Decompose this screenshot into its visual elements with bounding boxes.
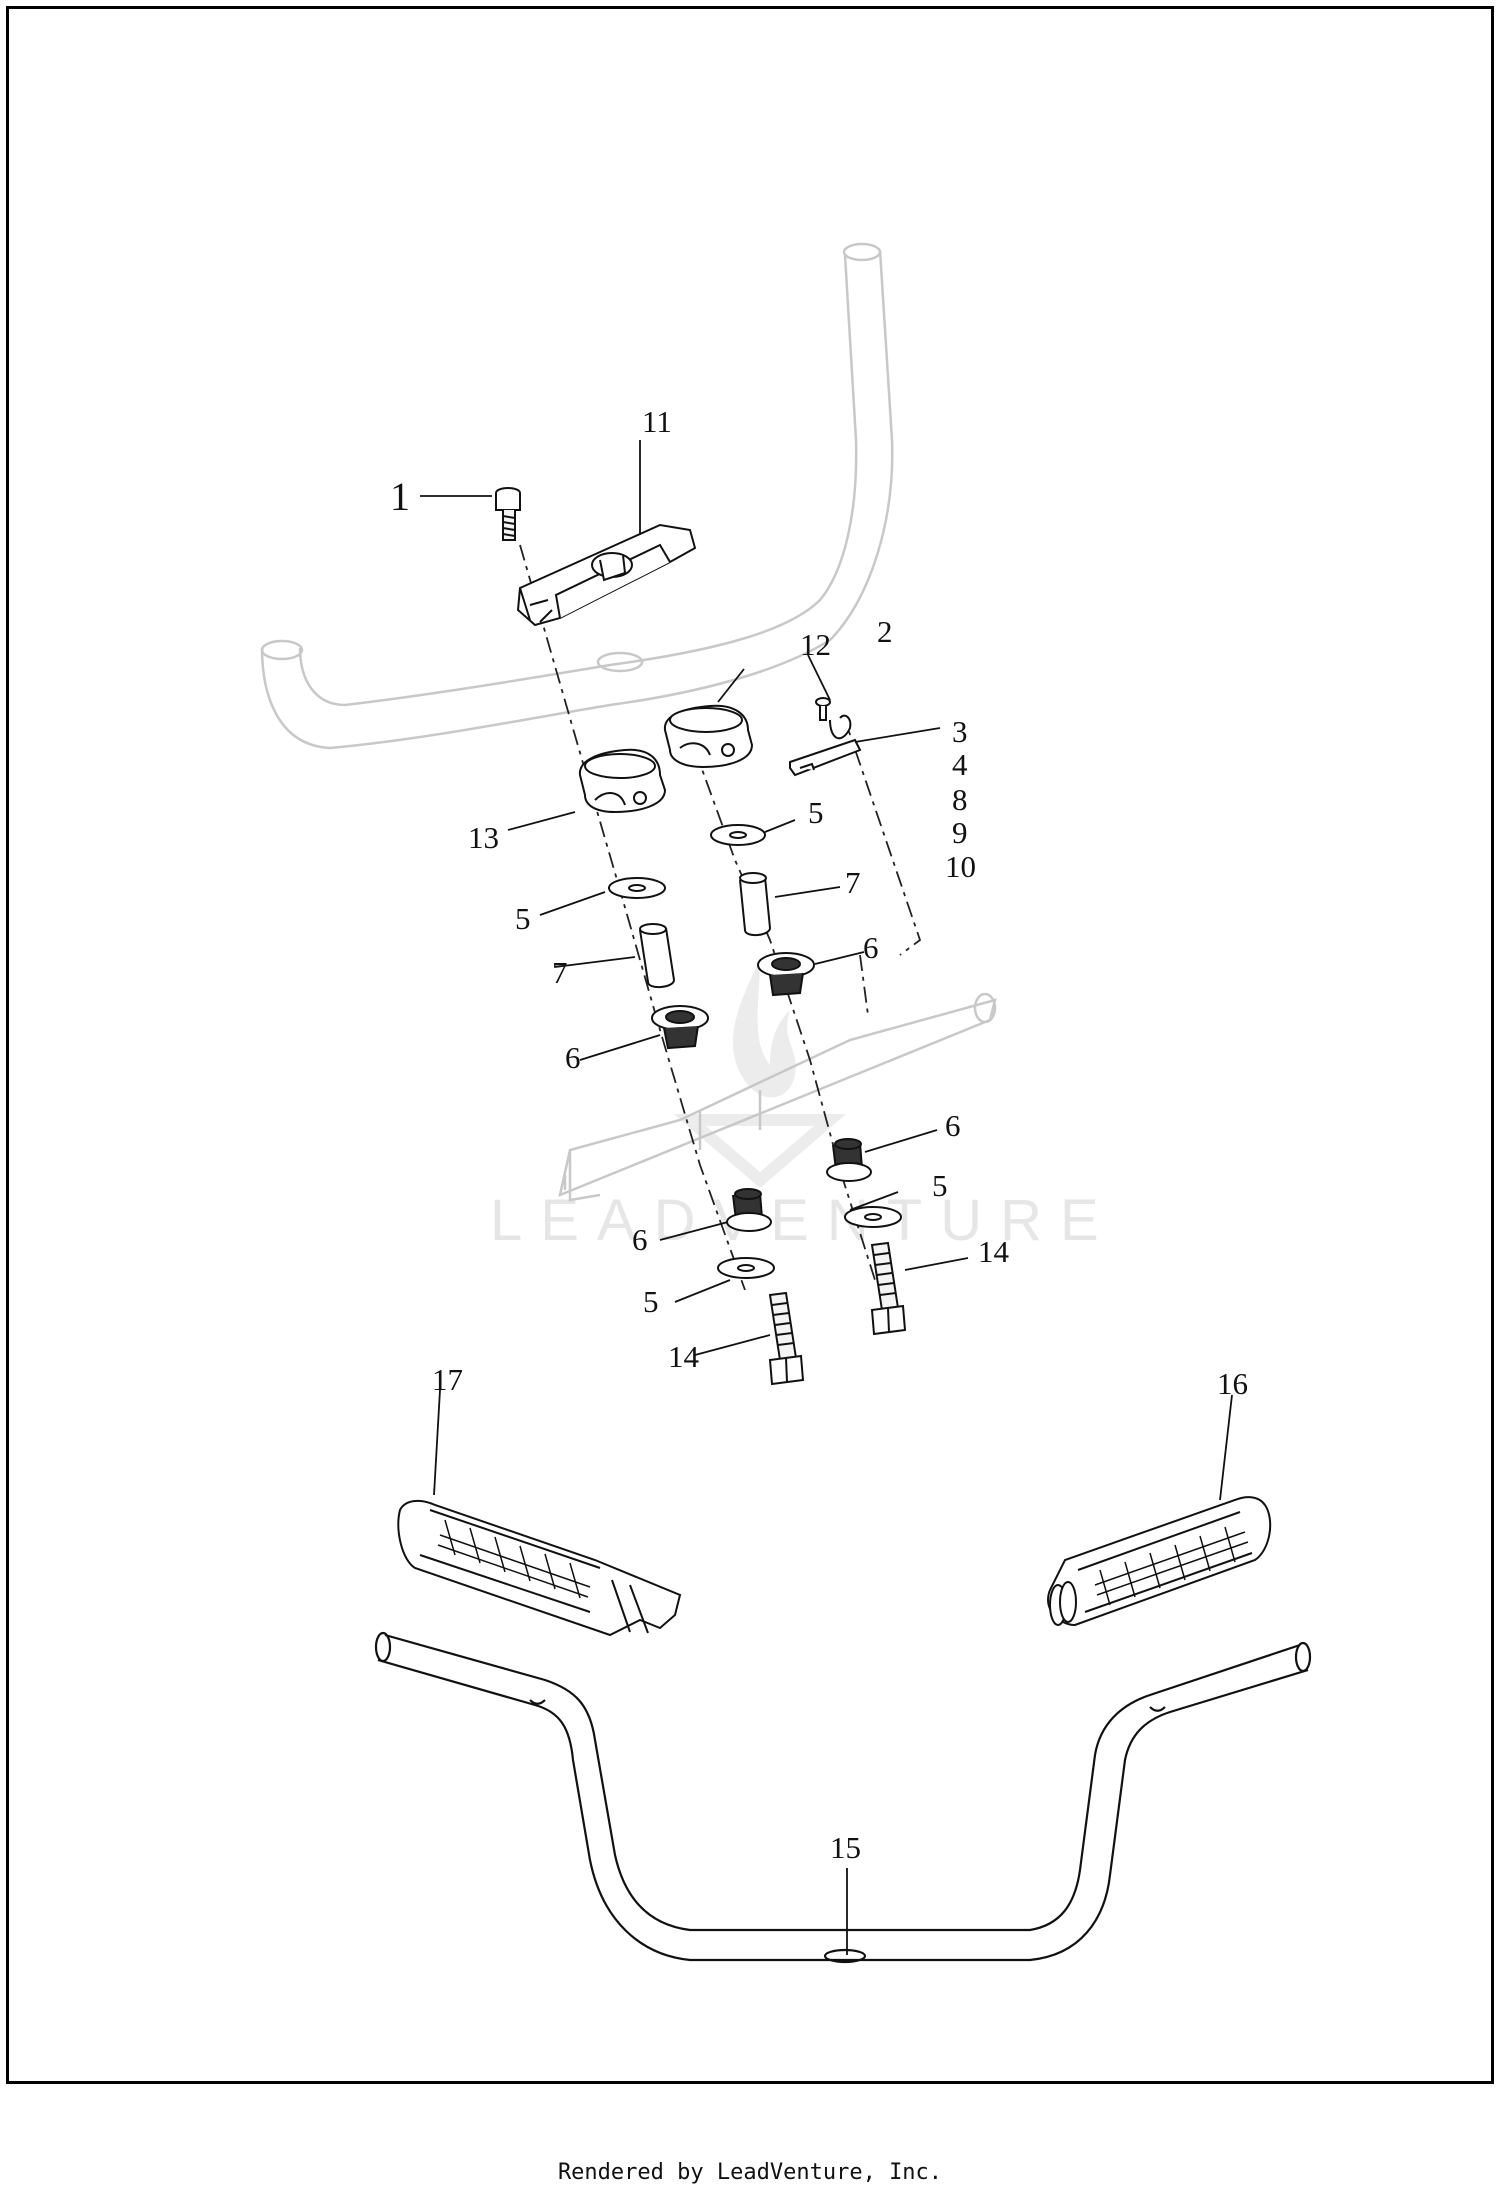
callout-10: 10 — [945, 849, 976, 884]
callout-11: 11 — [642, 404, 672, 439]
callout-4: 4 — [952, 747, 968, 782]
part-16-right-grip — [1047, 1496, 1272, 1627]
part-14-bolt-left — [768, 1291, 805, 1386]
part-5-washer-d — [717, 1257, 775, 1279]
callout-2: 2 — [877, 614, 893, 649]
callout-6-a: 6 — [863, 930, 879, 965]
callout-5-c: 5 — [932, 1168, 948, 1203]
callout-13: 13 — [468, 820, 499, 855]
part-6-bushing-b — [651, 1005, 709, 1050]
callout-14-a: 14 — [978, 1234, 1010, 1269]
leader-lines — [420, 440, 1233, 1955]
callout-5-b: 5 — [515, 901, 531, 936]
ghost-triple-clamp — [558, 992, 997, 1202]
callout-3: 3 — [952, 714, 968, 749]
callout-9: 9 — [952, 815, 968, 850]
callout-1: 1 — [390, 474, 410, 519]
part-13-riser-left — [578, 748, 667, 814]
callout-5-d: 5 — [643, 1284, 659, 1319]
bushings — [651, 952, 872, 1232]
part-5-washer-c — [844, 1206, 902, 1228]
footer-credit: Rendered by LeadVenture, Inc. — [557, 2160, 943, 2185]
grip-pattern-right — [1094, 1526, 1249, 1606]
grip-pattern-left — [437, 1519, 591, 1599]
part-7-sleeve-right — [739, 872, 772, 936]
part-14-bolt-right — [870, 1241, 907, 1336]
callout-17: 17 — [432, 1362, 463, 1397]
bolts — [768, 1241, 907, 1386]
diagram-frame — [6, 6, 1494, 2084]
part-7-sleeve-left — [639, 923, 676, 988]
ghost-handlebar — [260, 242, 894, 750]
part-17-left-grip — [397, 1499, 682, 1637]
callout-6-d: 6 — [632, 1222, 648, 1257]
part-1-screw — [495, 487, 521, 541]
part-2-3-bracket — [789, 697, 862, 777]
washers — [608, 824, 902, 1279]
callouts: 1 2 3 4 8 9 10 11 12 13 5 5 5 5 7 7 6 6 … — [390, 404, 1248, 1865]
watermark: LEADVENTURE — [490, 960, 1117, 1253]
part-6-bushing-d — [726, 1188, 772, 1232]
callout-15: 15 — [830, 1830, 861, 1865]
callout-7-a: 7 — [845, 865, 861, 900]
callout-6-c: 6 — [945, 1108, 961, 1143]
part-6-bushing-c — [826, 1138, 872, 1182]
sleeves — [639, 872, 772, 988]
part-5-washer-a — [710, 824, 766, 846]
part-6-bushing-a — [757, 952, 815, 997]
callout-7-b: 7 — [552, 955, 568, 990]
callout-16: 16 — [1217, 1366, 1248, 1401]
part-11-top-clamp — [516, 523, 697, 627]
callout-5-a: 5 — [808, 795, 824, 830]
watermark-text: LEADVENTURE — [490, 1188, 1117, 1253]
part-12-riser-right — [663, 704, 754, 769]
callout-12: 12 — [800, 627, 831, 662]
callout-6-b: 6 — [565, 1040, 581, 1075]
callout-8: 8 — [952, 782, 968, 817]
part-15-handlebar — [374, 1631, 1312, 1964]
part-5-washer-b — [608, 877, 666, 899]
callout-14-b: 14 — [668, 1339, 700, 1374]
watermark-flame-icon — [673, 960, 847, 1188]
